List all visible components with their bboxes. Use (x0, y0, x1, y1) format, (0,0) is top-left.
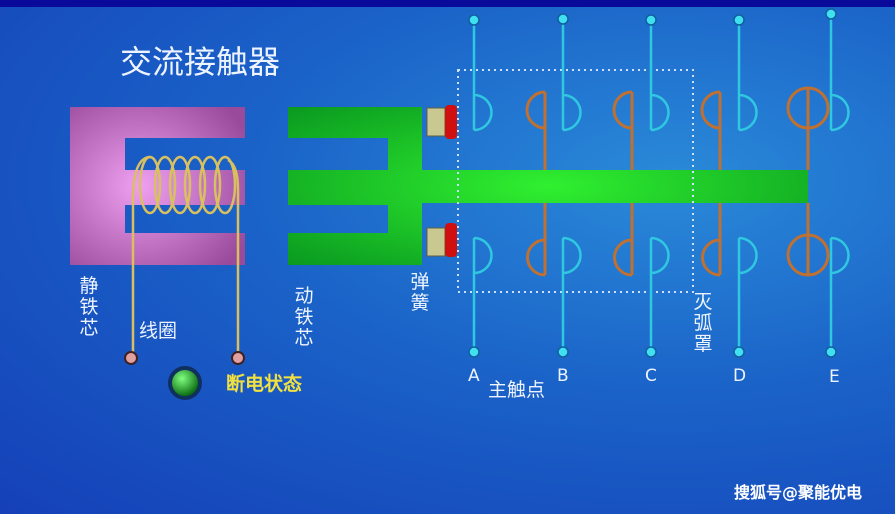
fixed-contacts (472, 14, 850, 352)
spring-label: 弹簧 (410, 271, 430, 314)
watermark: 搜狐号@聚能优电 (734, 483, 863, 502)
phase-label-e: E (829, 367, 840, 387)
phase-label-d: D (733, 366, 747, 386)
moving-contact-3 (700, 90, 722, 277)
fixed-contact-d (737, 20, 758, 352)
fixed-contact-c (649, 20, 670, 352)
spring-top (426, 105, 457, 139)
coil (131, 155, 240, 355)
status-label: 断电状态 (226, 373, 303, 395)
coil-label: 线圈 (139, 320, 178, 342)
phase-label-a: A (468, 366, 480, 386)
top-bar (0, 0, 895, 7)
moving-contact-2 (612, 90, 634, 277)
arc-chute-label: 灭弧罩 (693, 291, 713, 355)
static-core-label: 静铁芯 (79, 275, 99, 339)
fixed-contact-e (829, 14, 850, 352)
moving-contacts (525, 86, 830, 277)
static-iron-core (70, 107, 245, 265)
moving-core-label: 动铁芯 (294, 285, 314, 349)
coil-terminal-right (231, 351, 245, 365)
page-title: 交流接触器 (120, 43, 281, 81)
spring-bottom (426, 223, 457, 257)
status-led-icon (168, 366, 202, 400)
moving-iron-core (288, 107, 808, 265)
main-contacts-label: 主触点 (488, 379, 546, 401)
moving-contact-1 (525, 90, 547, 277)
terminals (468, 8, 837, 358)
fixed-contact-b (561, 20, 582, 352)
fixed-contact-a (472, 20, 493, 352)
phase-label-b: B (557, 366, 569, 386)
phase-label-c: C (645, 366, 657, 386)
coil-terminal-left (124, 351, 138, 365)
